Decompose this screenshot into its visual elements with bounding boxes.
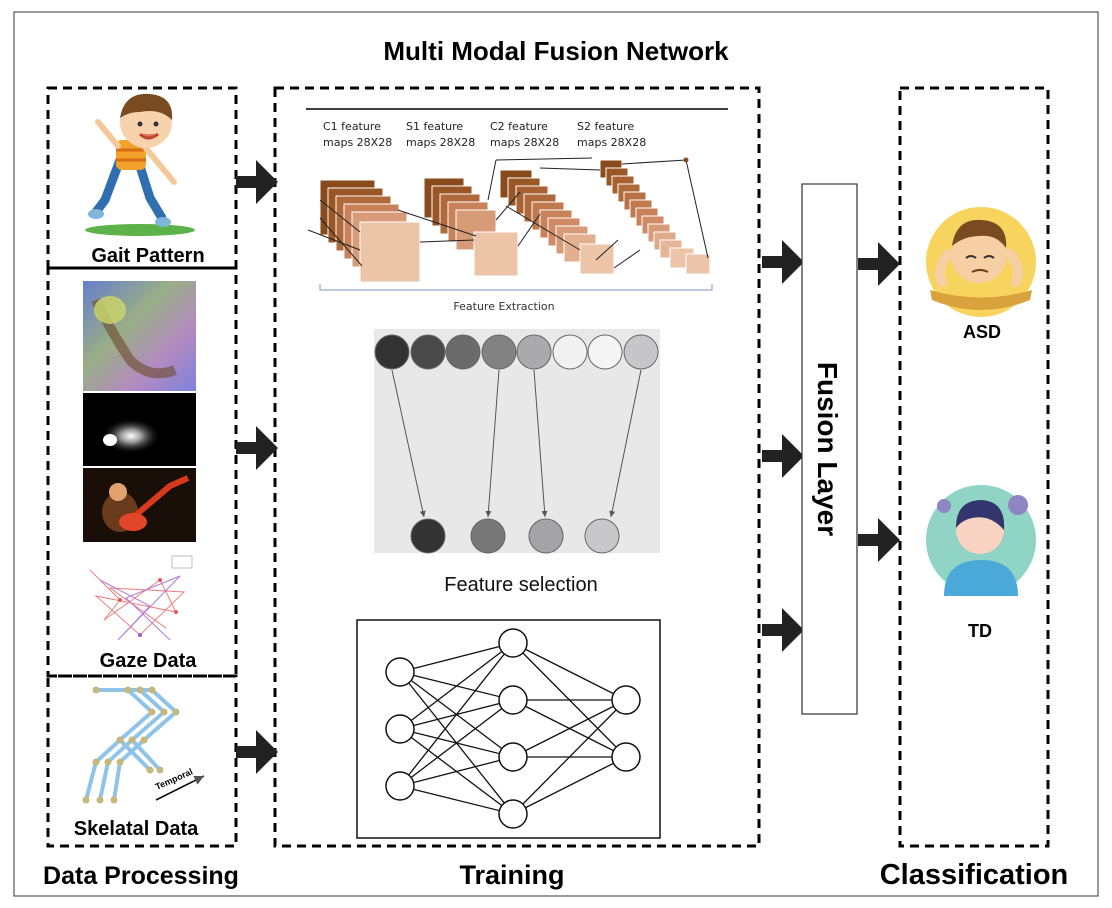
gaze-heatmap-image [83,281,196,391]
nn-edge [399,699,514,787]
skeletal-box [46,674,238,848]
map-label-s2-line1: S2 feature [577,120,634,133]
map-label-c2-line2: maps 28X28 [490,136,559,149]
nn-node [498,628,528,658]
asd-avatar [926,207,1036,317]
map-label-c2-line1: C2 feature [490,120,548,133]
nn-edge [399,642,514,673]
map-label-c1-line1: C1 feature [323,120,381,133]
section-label-training: Training [459,860,564,890]
cnn-stack-s2 [599,159,711,275]
training-output-arrows [762,240,804,652]
nn-node [385,714,415,744]
feature-node [623,334,659,370]
nn-edge [399,642,514,730]
outer-frame [13,11,1099,897]
map-label-c1-line2: maps 28X28 [323,136,392,149]
feature-node [410,334,446,370]
nn-node [385,657,415,687]
asd-label: ASD [963,322,1001,342]
feature-node [552,334,588,370]
feature-node [445,334,481,370]
nn-node [611,742,641,772]
gaze-photo-image [83,468,196,542]
skeletal-joints [82,686,180,804]
gaze-label: Gaze Data [100,650,198,672]
gait-illustration [85,93,195,236]
feature-selection-selected-nodes [410,518,620,554]
map-label-s2-line2: maps 28X28 [577,136,646,149]
section-label-data-processing: Data Processing [43,862,239,890]
feature-extraction-bracket [319,284,713,291]
nn-edge [512,699,627,758]
nn-edge [512,756,627,815]
gait-label: Gait Pattern [91,245,204,267]
feature-node [481,334,517,370]
fusion-layer-label: Fusion Layer [812,362,843,536]
nn-node [498,685,528,715]
cnn-stack-c1 [319,179,421,283]
arrow-gaze-to-training [236,426,278,470]
map-label-s1-line2: maps 28X28 [406,136,475,149]
section-label-classification: Classification [880,859,1069,891]
arrow-gait-to-training [236,160,278,204]
skeletal-illustration [84,688,179,801]
nn-edge [399,642,514,787]
selected-feature-node [584,518,620,554]
nn-edge [399,756,514,787]
neural-network-nodes [385,628,641,829]
input-arrows [236,160,278,774]
cnn-stack-c2 [499,169,615,275]
feature-selection-edges [391,369,642,518]
nn-node [611,685,641,715]
selected-feature-node [410,518,446,554]
temporal-arrow [155,775,205,801]
feature-extraction-label: Feature Extraction [453,300,554,313]
fusion-output-arrows [858,242,900,562]
selected-feature-node [528,518,564,554]
nn-node [385,771,415,801]
arrow-skeletal-to-training [236,730,278,774]
classification-box [898,86,1050,848]
nn-node [498,799,528,829]
nn-edge [399,785,514,815]
feature-selection-top-nodes [374,334,659,370]
gaze-scanpath-image [89,555,193,641]
diagram-title: Multi Modal Fusion Network [383,36,729,66]
cnn-map-labels: C1 feature maps 28X28 S1 feature maps 28… [323,120,646,149]
td-avatar [926,485,1036,596]
fusion-layer-box [801,183,858,715]
feature-node [516,334,552,370]
nn-edge [512,699,627,815]
cnn-stack-s1 [423,177,519,277]
map-label-s1-line1: S1 feature [406,120,463,133]
training-box [273,86,761,848]
gaze-saliency-image [83,393,196,466]
selected-feature-node [470,518,506,554]
td-label: TD [968,621,992,641]
skeletal-label: Skelatal Data [74,818,199,840]
feature-node [587,334,623,370]
nn-node [498,742,528,772]
cnn-connection-lines [307,157,709,269]
feature-node [374,334,410,370]
cnn-feature-extraction [306,108,728,291]
nn-edge [512,642,627,701]
feature-selection-label: Feature selection [444,574,597,596]
neural-network-edges [399,642,627,815]
